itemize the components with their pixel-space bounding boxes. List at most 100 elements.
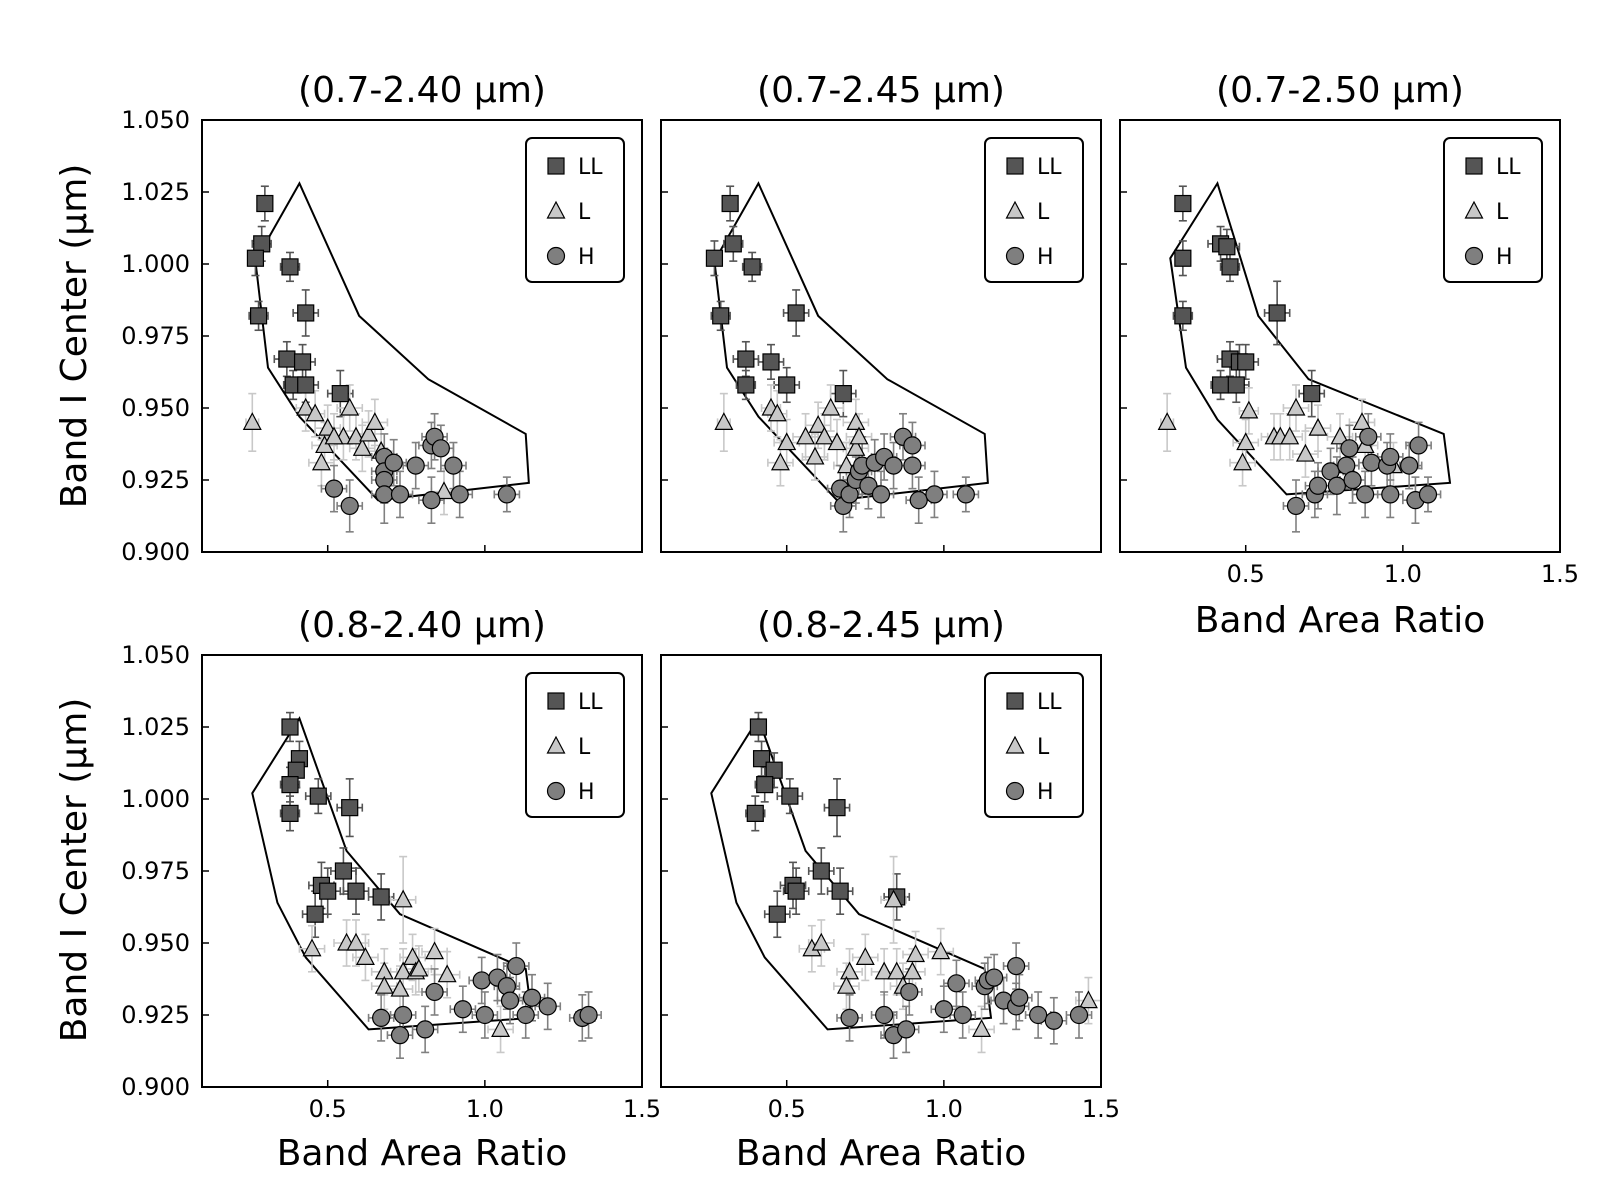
data-point-h [340,496,359,516]
data-point-ll [721,194,739,213]
plot-area [251,711,602,1059]
data-point-l [846,412,866,430]
data-point-h [1286,496,1306,516]
data-point-l [814,426,834,445]
legend-marker-l [1464,200,1484,219]
data-point-l [805,446,825,465]
axes-frame [660,654,1102,1088]
data-point-l [887,961,907,980]
legend-marker-h [1464,246,1484,266]
data-point-ll [347,882,365,900]
data-point-h [384,453,403,472]
legend-marker-h [1005,781,1025,801]
data-point-h [516,1005,535,1025]
data-point-ll [743,258,761,276]
data-point-l [849,426,869,445]
data-point-l [840,961,860,980]
legend-label: LL [1037,155,1062,180]
legend-box [984,137,1084,283]
data-point-ll [762,353,780,371]
y-tick-label: 1.050 [121,641,190,669]
data-point-ll [1227,376,1245,394]
data-point-h [1007,956,1026,976]
data-point-ll [281,804,299,823]
region-outline [1169,180,1452,496]
data-point-h [324,479,344,498]
data-point-ll [834,385,852,403]
data-point-h [1381,485,1400,504]
data-point-ll [319,882,337,900]
legend-label: L [1037,200,1050,225]
data-point-h [1400,456,1419,475]
data-point-ll [281,718,299,736]
panel-4: (0.8-2.40 μm)0.9000.9250.9500.9751.0001.… [121,605,661,1123]
data-point-l [355,947,375,966]
legend-box [1443,137,1543,283]
data-point-ll [281,775,299,794]
data-point-l [902,961,922,980]
data-point-l [1295,443,1315,462]
axes-frame [1119,119,1561,553]
data-point-h [1327,476,1346,495]
data-point-h [444,456,463,475]
x-tick-label: 1.0 [925,1095,963,1123]
data-point-h [925,485,944,504]
data-point-h [450,485,469,504]
legend-marker-h [546,246,566,266]
data-point-h [1343,470,1362,490]
data-point-ll [278,350,296,368]
data-point-l [821,397,841,416]
data-point-l [846,438,866,456]
x-tick-label: 0.5 [309,1095,347,1123]
legend-marker-l [1005,735,1025,754]
data-point-h [900,982,919,1002]
legend-marker-h [1005,246,1025,266]
data-point-ll [778,376,796,394]
data-point-ll [253,235,271,253]
data-point-h [416,1020,435,1039]
data-point-l [855,947,875,966]
legend-label: L [578,735,591,760]
data-point-ll [1174,249,1192,267]
legend-label: LL [1037,690,1062,715]
data-point-l [437,964,457,983]
data-point-h [390,1026,410,1045]
data-point-h [1340,439,1359,458]
y-tick-label: 0.975 [121,322,190,350]
data-point-h [390,485,410,504]
region-outline [251,716,534,1031]
data-point-h [431,439,450,458]
data-point-l [906,944,926,963]
data-point-l [874,961,894,980]
data-point-l [393,889,413,908]
data-point-h [1029,1005,1048,1025]
data-point-h [956,485,975,504]
data-point-h [1359,427,1378,446]
data-point-ll [712,307,730,325]
data-point-l [324,426,344,445]
data-point-h [884,456,903,475]
y-tick-label: 0.900 [121,1073,190,1101]
data-point-l [884,889,904,908]
data-point-ll [246,249,265,267]
data-point-ll [737,350,755,368]
legend-label: LL [578,155,603,180]
data-point-h [507,956,526,976]
data-point-l [302,938,322,957]
legend-marker-h [546,781,566,801]
y-tick-label: 0.950 [121,394,190,422]
data-point-h [394,1005,413,1025]
plot-area [710,711,1101,1059]
xlabel-panel-5: Band Area Ratio [736,1133,1027,1174]
data-point-h [934,1000,953,1019]
data-point-h [1409,436,1428,455]
data-point-l [777,432,797,451]
legend-label: L [1496,200,1509,225]
data-point-l [390,978,410,997]
data-point-l [1236,432,1256,451]
data-point-ll [297,304,315,322]
data-point-h [538,997,557,1016]
y-tick-label: 0.950 [121,929,190,957]
